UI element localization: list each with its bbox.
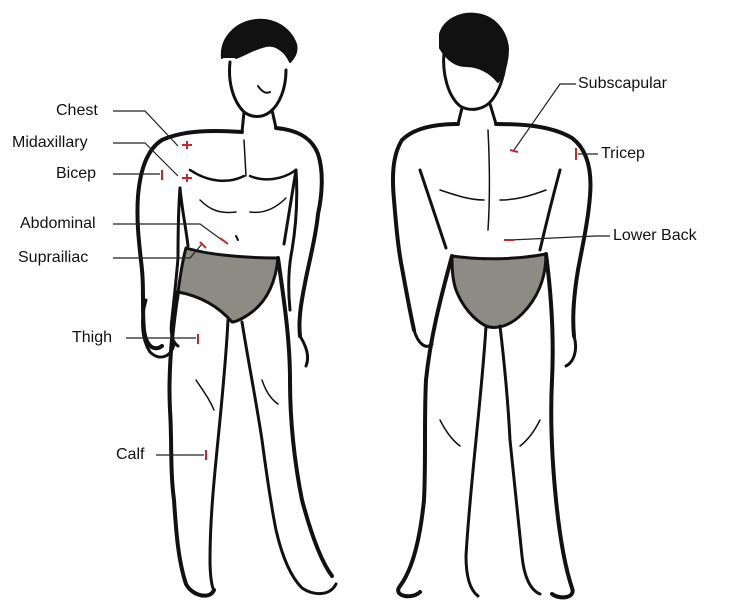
midaxillary-label: Midaxillary <box>12 134 88 152</box>
front-figure <box>137 20 336 596</box>
chest-marker <box>182 141 192 149</box>
lower-back-label: Lower Back <box>613 227 697 245</box>
thigh-label: Thigh <box>72 329 112 347</box>
lower-back-leader <box>510 236 610 240</box>
calf-label: Calf <box>116 446 144 464</box>
chest-label: Chest <box>56 102 98 120</box>
subscapular-label: Subscapular <box>578 75 667 93</box>
chest-leader <box>113 111 178 146</box>
abdominal-marker <box>220 238 228 244</box>
back-figure <box>393 14 591 598</box>
abdominal-leader <box>113 224 222 240</box>
subscapular-marker <box>510 150 518 152</box>
bicep-label: Bicep <box>56 165 96 183</box>
midaxillary-marker <box>182 174 192 182</box>
tricep-label: Tricep <box>601 145 645 163</box>
suprailiac-label: Suprailiac <box>18 249 88 267</box>
abdominal-label: Abdominal <box>20 215 96 233</box>
subscapular-leader <box>514 84 576 150</box>
